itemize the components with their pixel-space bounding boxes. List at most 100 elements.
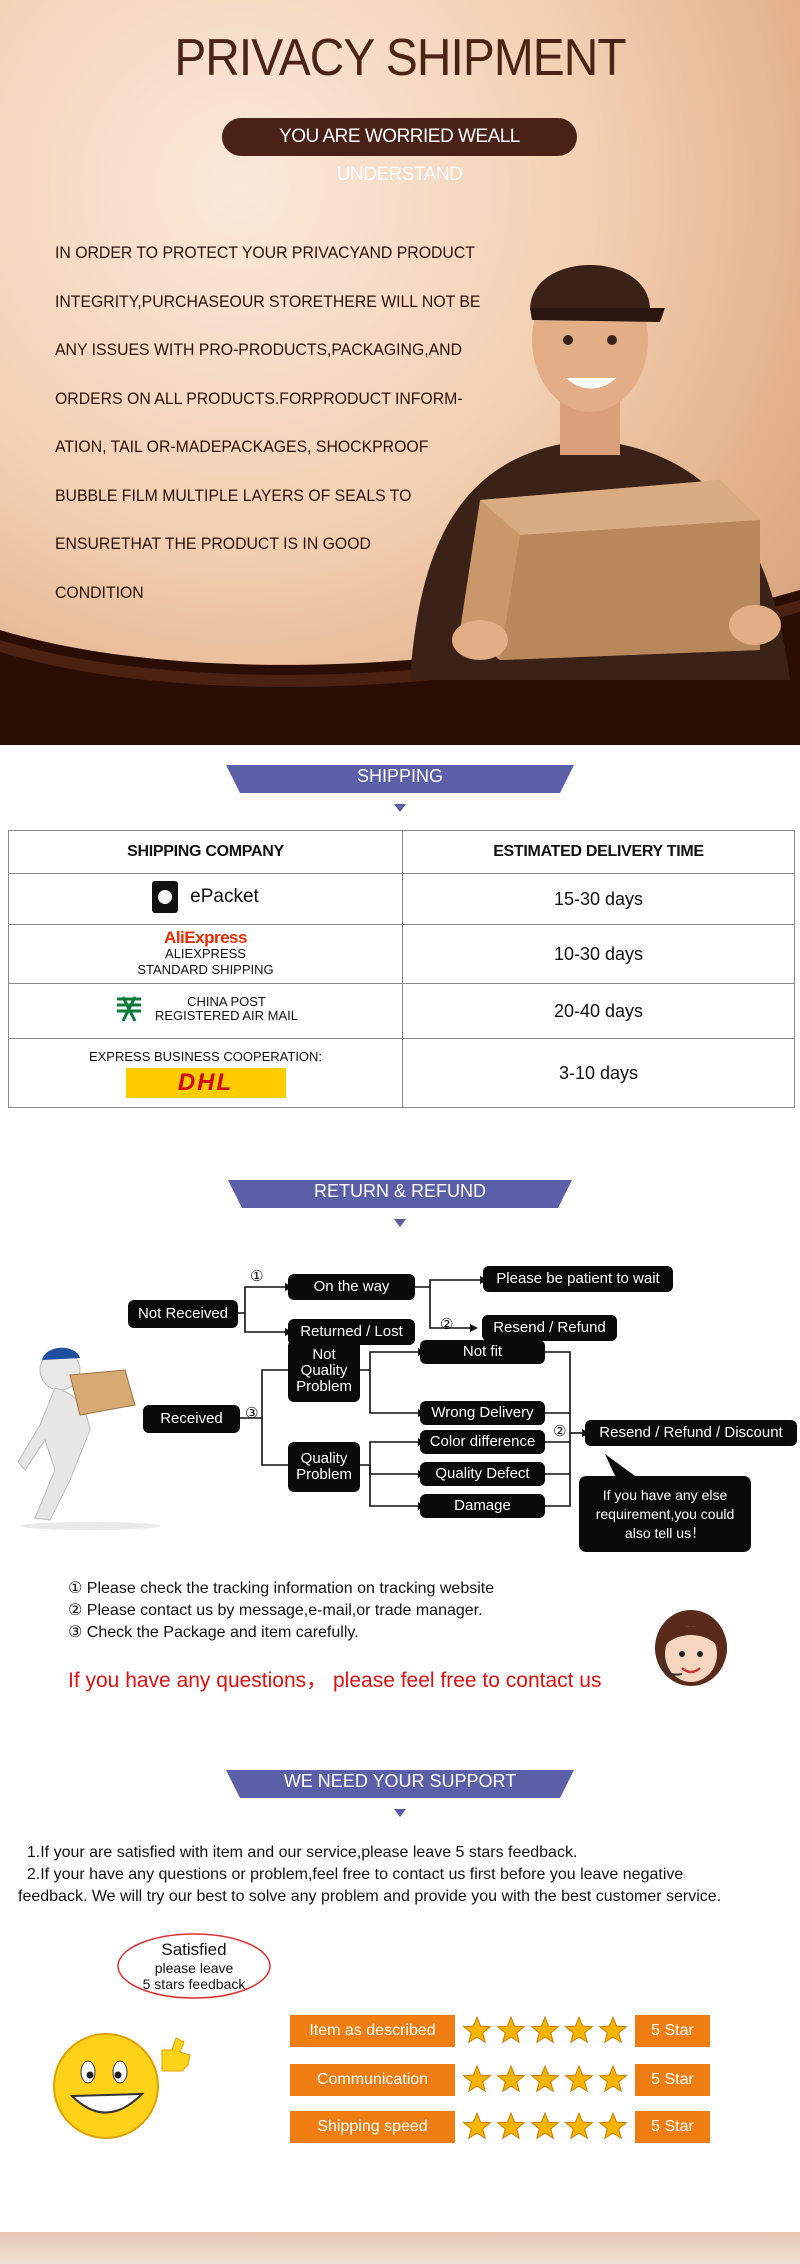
shipping-title: SHIPPING (356, 766, 444, 786)
star-icon (598, 2111, 628, 2140)
rating-label: Shipping speed (290, 2111, 455, 2143)
star-icon (564, 2064, 594, 2093)
table-row: AliExpress ALIEXPRESS STANDARD SHIPPING … (8, 924, 795, 984)
star-icon (530, 2064, 560, 2093)
company-name-sub: REGISTERED AIR MAIL (154, 1007, 299, 1023)
star-icon (462, 2015, 492, 2044)
not-quality-problem-box: Not Quality Problem (288, 1340, 360, 1402)
shipping-company-cell: AliExpress ALIEXPRESS STANDARD SHIPPING (8, 924, 403, 984)
note-item: ② Please contact us by message,e-mail,or… (68, 1602, 483, 1619)
rating-label: Item as described (290, 2015, 455, 2047)
hero-line: BUBBLE FILM MULTIPLE LAYERS OF SEALS TO (55, 485, 412, 505)
shipping-company-cell: ePacket (8, 873, 403, 925)
refund-notes: ① Please check the tracking information … (68, 1578, 494, 1644)
bubble-line: also tell us！ (624, 1525, 706, 1541)
refund-flowchart: ① Not Received On the way Returned / Los… (0, 1250, 800, 1570)
shipping-company-cell: EXPRESS BUSINESS COOPERATION: DHL (8, 1038, 403, 1108)
china-post-logo-icon (116, 995, 141, 1022)
column-header: SHIPPING COMPANY (8, 830, 403, 874)
company-name: ePacket (190, 885, 259, 907)
hero-subtitle-badge: YOU ARE WORRIED WEALL UNDERSTAND (222, 118, 577, 185)
bubble-line: 5 stars feedback (142, 1976, 246, 1992)
privacy-hero: PRIVACY SHIPMENT YOU ARE WORRIED WEALL U… (0, 0, 800, 745)
support-line: feedback. We will try our best to solve … (18, 1888, 722, 1905)
step-2-marker-b: ② (553, 1423, 567, 1440)
not-received-box: Not Received (128, 1300, 238, 1328)
delivery-time: 10-30 days (402, 924, 795, 984)
else-requirement-text: If you have any else requirement,you cou… (580, 1486, 750, 1543)
box-line: Not (312, 1346, 336, 1363)
shipping-table: SHIPPING COMPANY ESTIMATED DELIVERY TIME… (8, 830, 795, 1108)
star-icon (564, 2111, 594, 2140)
hero-line: CONDITION (55, 582, 144, 602)
hero-line: ENSURETHAT THE PRODUCT IS IN GOOD (55, 534, 371, 553)
rating-value: 5 Star (635, 2111, 710, 2143)
hero-line: ATION, TAIL OR-MADEPACKAGES, SHOCKPROOF (55, 437, 429, 456)
step-3-marker: ③ (245, 1405, 259, 1422)
support-line: 2.If your have any questions or problem,… (18, 1866, 684, 1883)
column-header: ESTIMATED DELIVERY TIME (402, 830, 795, 874)
support-text: 1.If your are satisfied with item and ou… (18, 1842, 788, 1908)
note-item: ③ Check the Package and item carefully. (68, 1624, 359, 1641)
color-difference-box: Color difference (420, 1430, 545, 1454)
bubble-line: please leave (154, 1960, 234, 1976)
delivery-time: 3-10 days (402, 1038, 795, 1108)
rating-label: Communication (290, 2064, 455, 2096)
bubble-line: If you have any else (602, 1487, 728, 1503)
banner-shape (226, 1770, 574, 1817)
quality-defect-box: Quality Defect (420, 1462, 545, 1486)
star-icon (530, 2111, 560, 2140)
table-header-row: SHIPPING COMPANY ESTIMATED DELIVERY TIME (8, 830, 795, 874)
star-rating (462, 2064, 628, 2093)
support-title: WE NEED YOUR SUPPORT (283, 1771, 517, 1791)
note-item: ① Please check the tracking information … (68, 1580, 495, 1597)
footer-strip (0, 2232, 800, 2264)
dhl-logo-text: DHL (177, 1069, 234, 1096)
box-line: Quality (300, 1362, 348, 1379)
thumbs-up-smiley-icon (53, 2033, 191, 2139)
shipping-company-cell: CHINA POST REGISTERED AIR MAIL (8, 983, 403, 1039)
hero-line: INTEGRITY,PURCHASEOUR STORETHERE WILL NO… (55, 291, 481, 311)
resend-refund-box: Resend / Refund (482, 1315, 617, 1341)
company-name: CHINA POST (187, 993, 266, 1009)
star-icon (598, 2015, 628, 2044)
on-the-way-box: On the way (288, 1274, 415, 1300)
table-row: EXPRESS BUSINESS COOPERATION: DHL 3-10 d… (8, 1038, 795, 1108)
box-line: Problem (296, 1378, 352, 1395)
be-patient-box: Please be patient to wait (483, 1266, 673, 1292)
hero-line: ORDERS ON ALL PRODUCTS.FORPRODUCT INFORM… (55, 388, 463, 408)
star-rating (462, 2015, 628, 2044)
received-box: Received (143, 1405, 240, 1433)
refund-title: RETURN & REFUND (313, 1181, 486, 1201)
banner-shape (226, 765, 574, 812)
dhl-logo: DHL (125, 1068, 286, 1098)
resend-refund-discount-box: Resend / Refund / Discount (585, 1420, 797, 1446)
rating-value: 5 Star (635, 2015, 710, 2047)
star-icon (496, 2015, 526, 2044)
step-1-marker: ① (250, 1268, 264, 1285)
wrong-delivery-box: Wrong Delivery (420, 1401, 545, 1425)
company-name-sub: STANDARD SHIPPING (137, 962, 274, 977)
star-rating (462, 2111, 628, 2140)
contact-us-text: If you have any questions， please feel f… (68, 1669, 602, 1692)
company-name: EXPRESS BUSINESS COOPERATION: (88, 1049, 323, 1064)
delivery-man-illustration (410, 265, 790, 680)
star-icon (496, 2111, 526, 2140)
box-line: Problem (296, 1466, 352, 1483)
running-courier-illustration (17, 1347, 160, 1530)
hero-line: ANY ISSUES WITH PRO-PRODUCTS,PACKAGING,A… (55, 340, 463, 359)
refund-section-header: RETURN & REFUND (0, 1175, 800, 1235)
feedback-bubble-text: Satisfied please leave 5 stars feedback (114, 1940, 274, 1992)
support-section-header: WE NEED YOUR SUPPORT (0, 1765, 800, 1825)
star-icon (462, 2111, 492, 2140)
table-row: ePacket 15-30 days (8, 873, 795, 925)
delivery-time: 15-30 days (402, 873, 795, 925)
speech-bubble (579, 1454, 751, 1552)
shipping-section-header: SHIPPING (0, 760, 800, 820)
feedback-speech-bubble (117, 1933, 271, 1999)
delivery-time: 20-40 days (402, 983, 795, 1039)
star-icon (530, 2015, 560, 2044)
box-line: Quality (300, 1450, 348, 1467)
epacket-logo-icon (152, 880, 179, 913)
